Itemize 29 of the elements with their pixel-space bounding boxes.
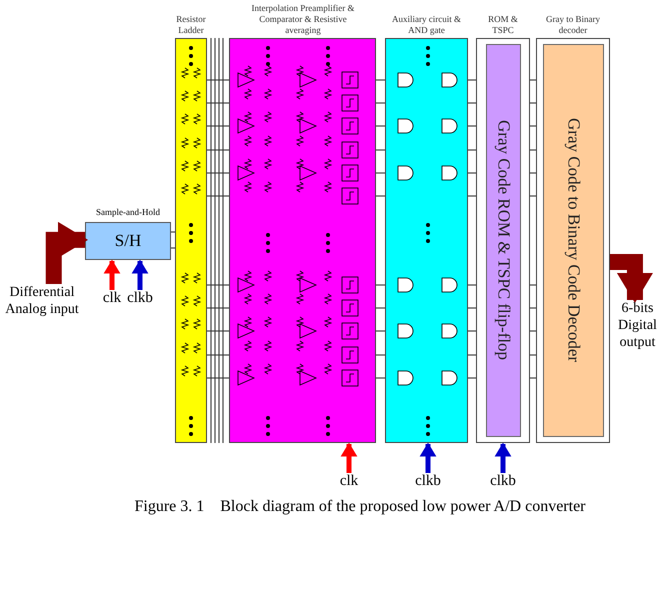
arrow (105, 260, 119, 290)
io-label: Differential Analog input (4, 284, 80, 318)
connector-line (206, 38, 230, 444)
connector-line (376, 80, 386, 378)
arrow (610, 254, 650, 303)
edge-label: clk (338, 473, 360, 490)
arrow (342, 442, 356, 473)
arrow (496, 442, 510, 473)
arrow (46, 224, 88, 284)
arrow (421, 442, 435, 473)
block-heading: Gray to Binary decoder (545, 14, 601, 36)
edge-label: clk (102, 290, 122, 307)
connector-line (530, 80, 536, 378)
edge-label: clkb (489, 473, 517, 490)
connector-line (170, 232, 176, 248)
block-heading: Resistor Ladder (175, 14, 207, 36)
rom-block: Gray Code ROM & TSPC flip-flop (486, 44, 521, 437)
block-heading: Interpolation Preamplifier & Comparator & Resistive averaging (250, 3, 356, 36)
edge-label: clkb (126, 290, 154, 307)
sample-hold-block: S/H (85, 222, 171, 260)
edge-label: clkb (414, 473, 442, 490)
figure-caption: Figure 3. 1 Block diagram of the proposed low power A/D converter (133, 498, 586, 516)
decoder-block: Gray Code to Binary Code Decoder (543, 44, 604, 437)
connector-line (468, 80, 476, 378)
block-heading: Auxiliary circuit & AND gate (391, 14, 462, 36)
io-label: 6-bits Digital output (617, 300, 658, 351)
block-caption: Sample-and-Hold (95, 207, 161, 217)
block-heading: ROM & TSPC (487, 14, 519, 36)
arrow (133, 260, 147, 290)
